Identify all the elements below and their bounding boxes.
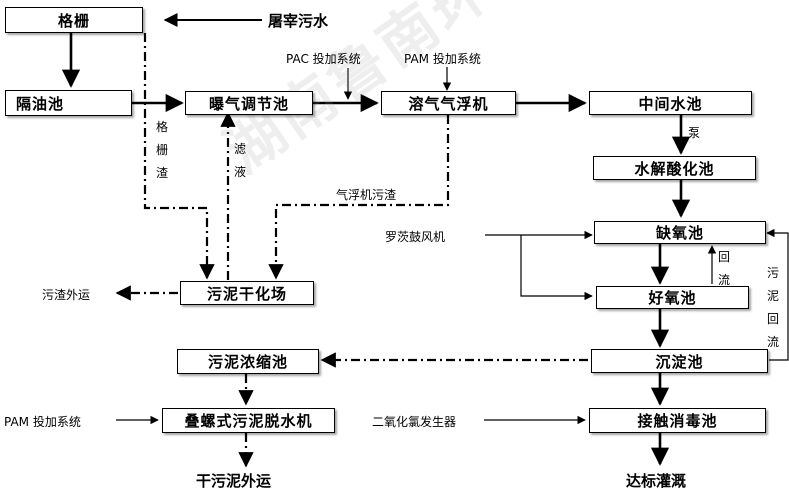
- pam-system-bottom-label: PAM 投加系统: [4, 415, 81, 429]
- flow-sludge-reflux: [766, 228, 789, 361]
- slaughter-wastewater-label: 屠宰污水: [268, 12, 329, 30]
- reflux-label: 回流: [717, 250, 730, 287]
- aerobic-tank-box: 好氧池: [596, 286, 749, 309]
- hydrolysis-tank-box: 水解酸化池: [593, 156, 756, 180]
- flow-screen-residue: [143, 33, 215, 280]
- dry-sludge-outbound-label: 干污泥外运: [196, 472, 272, 490]
- grille-box: 格栅: [5, 7, 143, 33]
- pump-label: 泵: [688, 126, 701, 140]
- disinfection-tank-box: 接触消毒池: [589, 408, 766, 433]
- pam-system-top-label: PAM 投加系统: [404, 52, 481, 66]
- sedimentation-tank-box: 沉淀池: [591, 349, 768, 373]
- intermediate-tank-box: 中间水池: [589, 91, 752, 115]
- roots-blower-label: 罗茨鼓风机: [385, 230, 446, 244]
- aeration-tank-box: 曝气调节池: [185, 91, 313, 115]
- dissolved-air-flotation-box: 溶气气浮机: [381, 91, 516, 115]
- screw-dewatering-box: 叠螺式污泥脱水机: [162, 408, 335, 433]
- filtrate-label: 滤液: [233, 142, 246, 179]
- residue-outbound-label: 污渣外运: [42, 288, 91, 302]
- irrigation-label: 达标灌溉: [626, 472, 687, 490]
- sludge-reflux-label: 污泥回流: [766, 266, 779, 349]
- pac-system-label: PAC 投加系统: [286, 52, 361, 66]
- flow-air-to-aerobic: [520, 235, 593, 301]
- flow-flotation-sludge: [268, 115, 450, 280]
- screen-residue-label: 格栅渣: [155, 120, 168, 180]
- anoxic-tank-box: 缺氧池: [594, 221, 766, 244]
- sludge-drying-box: 污泥干化场: [180, 281, 314, 305]
- oil-separator-box: 隔油池: [5, 90, 132, 116]
- chlorine-dioxide-label: 二氧化氯发生器: [372, 415, 457, 429]
- sludge-thickener-box: 污泥浓缩池: [177, 349, 319, 374]
- flotation-sludge-label: 气浮机污渣: [336, 188, 397, 202]
